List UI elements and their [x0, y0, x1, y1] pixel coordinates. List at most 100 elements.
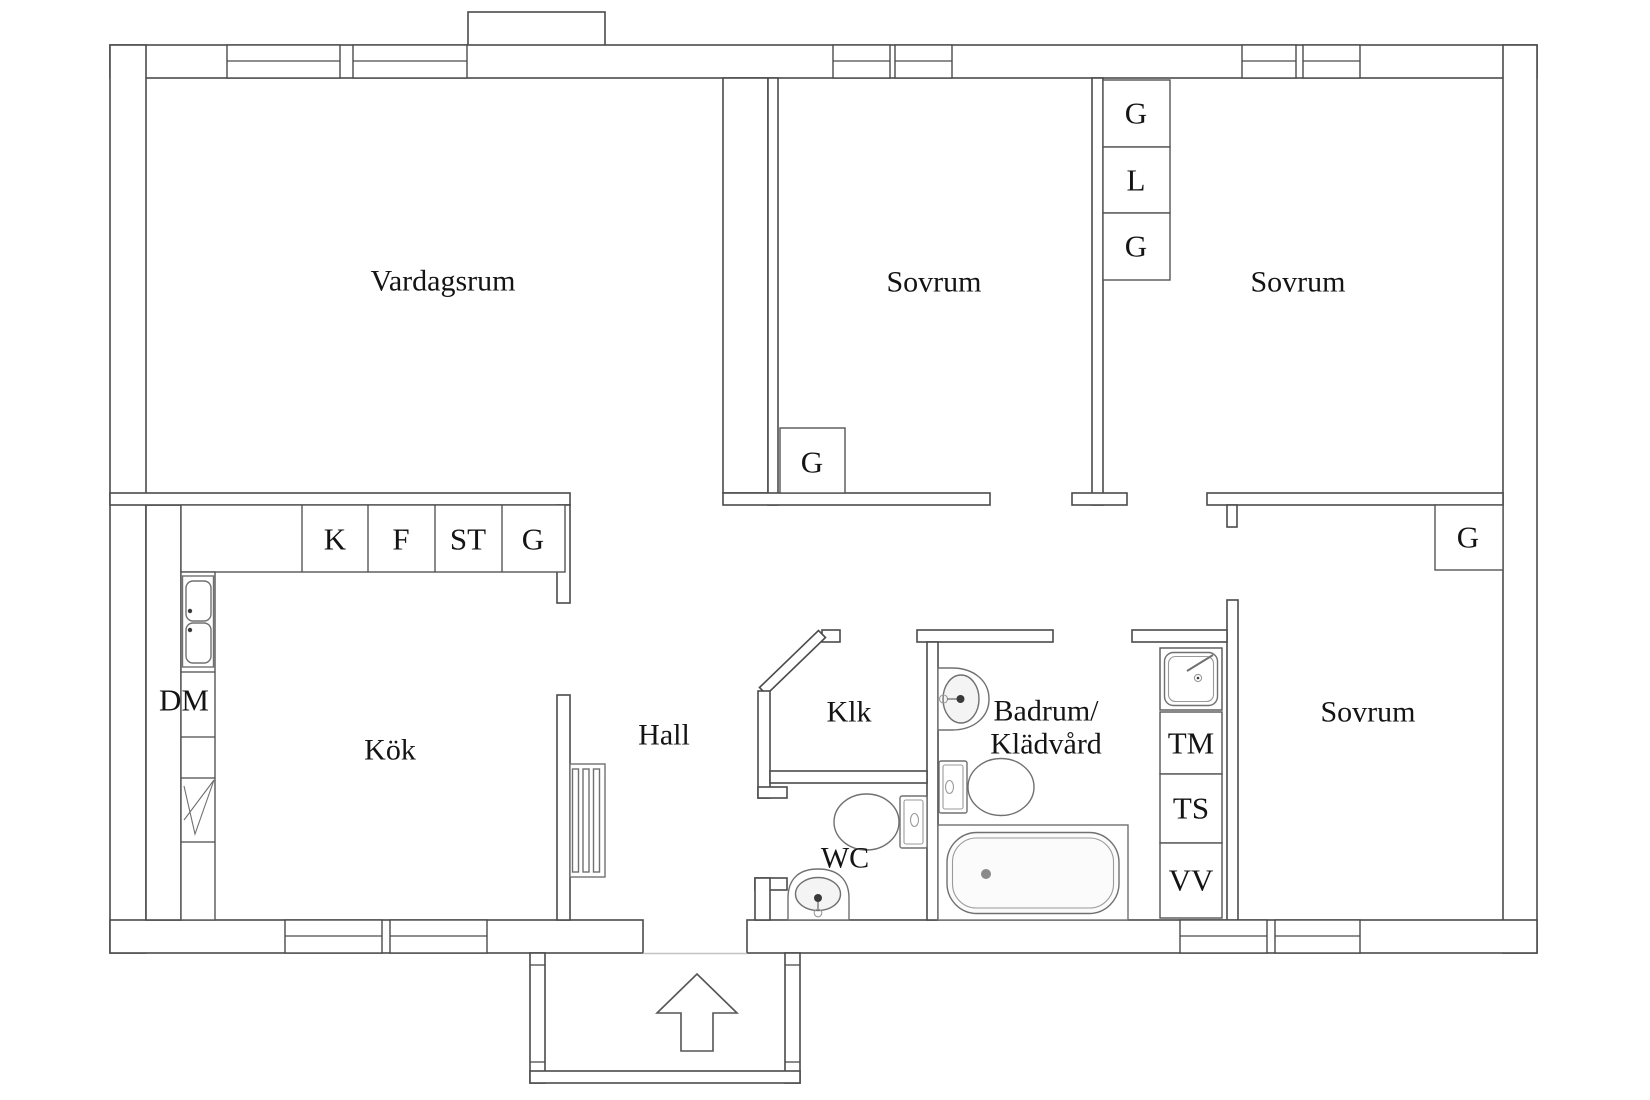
- label-badrum-line1: Badrum/: [994, 695, 1100, 728]
- label-sovrum-right: Sovrum: [1250, 266, 1345, 299]
- label-closet-l: L: [1127, 163, 1146, 198]
- label-hall: Hall: [638, 719, 690, 752]
- badrum-fixtures: [937, 667, 1129, 921]
- closet-g-top: [1102, 79, 1171, 148]
- washing-machine-box: [1159, 711, 1223, 775]
- label-unit-f: F: [392, 522, 409, 557]
- wc-sink-tap-dot: [814, 894, 822, 902]
- toilet-tank: [899, 795, 928, 849]
- porch-wall-left: [529, 952, 546, 1084]
- radiator-bar: [571, 768, 580, 873]
- wall-sovrum-right-bottom: [1206, 492, 1504, 506]
- label-closet-g-sovrum-bottom: G: [1457, 520, 1479, 555]
- bathtub-drain: [981, 869, 991, 879]
- wall-bumpout-top: [467, 11, 606, 49]
- label-unit-vv: VV: [1169, 863, 1214, 898]
- toilet-bowl: [833, 793, 900, 851]
- windows: [226, 44, 1361, 954]
- wall-top: [109, 44, 1538, 79]
- radiator-bar: [592, 768, 601, 873]
- label-closet-g-sovrum-middle: G: [801, 445, 823, 480]
- labels: Vardagsrum Sovrum Sovrum Sovrum Kök Hall…: [159, 96, 1479, 898]
- wall-bottom-right: [746, 919, 1538, 954]
- laundry-column: [1159, 647, 1223, 919]
- label-wc: WC: [821, 842, 869, 875]
- label-unit-dm: DM: [159, 683, 209, 718]
- counter-hatch-symbol: [183, 779, 215, 836]
- wall-klk-diagonal: [758, 629, 827, 696]
- sink-basin-upper: [185, 580, 212, 622]
- wall-kitchen-left-layer: [145, 504, 182, 921]
- label-unit-g: G: [522, 522, 544, 557]
- wall-wc-left: [754, 877, 771, 921]
- closet-l: [1102, 146, 1171, 214]
- closets: [779, 79, 1504, 571]
- laundry-sink-drain-dot: [1196, 676, 1200, 680]
- wc-toilet: [833, 793, 928, 851]
- toilet-flush-button: [909, 812, 920, 828]
- porch-wall-right: [784, 952, 801, 1084]
- label-sovrum-bottom: Sovrum: [1320, 696, 1415, 729]
- wall-sovrum-bottom-left: [1226, 599, 1239, 921]
- badrum-toilet: [938, 757, 1035, 817]
- laundry-sink-outer: [1163, 651, 1219, 707]
- label-kok: Kök: [364, 734, 416, 767]
- sink-tap-dot: [187, 627, 193, 633]
- kitchen-fittings: [180, 504, 566, 921]
- sink-basin-lower: [185, 622, 212, 664]
- wall-sovrum-middle-bottom: [722, 492, 991, 506]
- wall-wc-badrum-divider: [926, 641, 939, 921]
- badrum-sink-tap-dot: [956, 695, 965, 703]
- laundry-sink-faucet: [1186, 654, 1214, 672]
- sink-tap-dot: [187, 608, 193, 614]
- wc-fixtures: [787, 793, 928, 921]
- wall-sovrum-middle-right: [1091, 77, 1104, 506]
- laundry-sink-inner: [1167, 655, 1215, 703]
- bathtub: [937, 824, 1129, 921]
- wall-right: [1502, 44, 1538, 954]
- kitchen-sink-icon: [181, 575, 215, 668]
- wc-sink: [787, 868, 850, 921]
- label-unit-tm: TM: [1168, 726, 1215, 761]
- wall-sovrum-middle-left: [767, 77, 779, 506]
- wall-corridor-t-foot: [1071, 492, 1128, 506]
- wall-vardagsrum-bottom: [109, 492, 571, 506]
- laundry-sink-drain: [1193, 673, 1203, 683]
- wc-sink-tap-ring: [813, 908, 823, 918]
- wall-kok-hall-lower: [556, 694, 571, 921]
- bathtub-tub: [946, 831, 1120, 915]
- label-unit-ts: TS: [1173, 791, 1209, 826]
- label-closet-g-lower: G: [1125, 229, 1147, 264]
- wall-laundry-top: [1131, 629, 1228, 643]
- toilet-bowl: [967, 757, 1035, 817]
- toilet-tank-inner: [903, 799, 924, 845]
- wall-shaft-vardagsrum-sovrum: [722, 77, 769, 494]
- toilet-tank-inner: [942, 764, 964, 810]
- label-unit-k: K: [324, 522, 347, 557]
- label-closet-g-top: G: [1125, 96, 1147, 131]
- bathtub-tub-inner: [951, 837, 1115, 909]
- kitchen-cabinet-row: [180, 504, 566, 573]
- hall-radiator: [569, 763, 606, 878]
- label-klk: Klk: [827, 696, 872, 729]
- toilet-flush-button: [944, 779, 955, 795]
- radiator-bar: [582, 768, 590, 873]
- entrance-porch: [529, 952, 801, 1084]
- label-sovrum-middle: Sovrum: [886, 266, 981, 299]
- closet-g-lower: [1102, 212, 1171, 281]
- label-vardagsrum: Vardagsrum: [371, 265, 516, 298]
- label-unit-st: ST: [450, 522, 486, 557]
- porch-wall-bottom: [529, 1070, 801, 1084]
- wall-klk-wc-divider: [769, 770, 928, 784]
- wall-badrum-top: [916, 629, 1054, 643]
- entrance-arrow-icon: [655, 972, 739, 1052]
- label-badrum-line2: Klädvård: [990, 728, 1102, 761]
- wall-klk-left-foot: [757, 786, 788, 799]
- water-heater-box: [1159, 842, 1223, 919]
- wall-klk-left: [757, 690, 771, 799]
- wall-stub-sovrum-bottom-door: [1226, 504, 1238, 528]
- closet-g-sovrum-bottom: [1434, 504, 1504, 571]
- interior-walls: [109, 77, 1504, 921]
